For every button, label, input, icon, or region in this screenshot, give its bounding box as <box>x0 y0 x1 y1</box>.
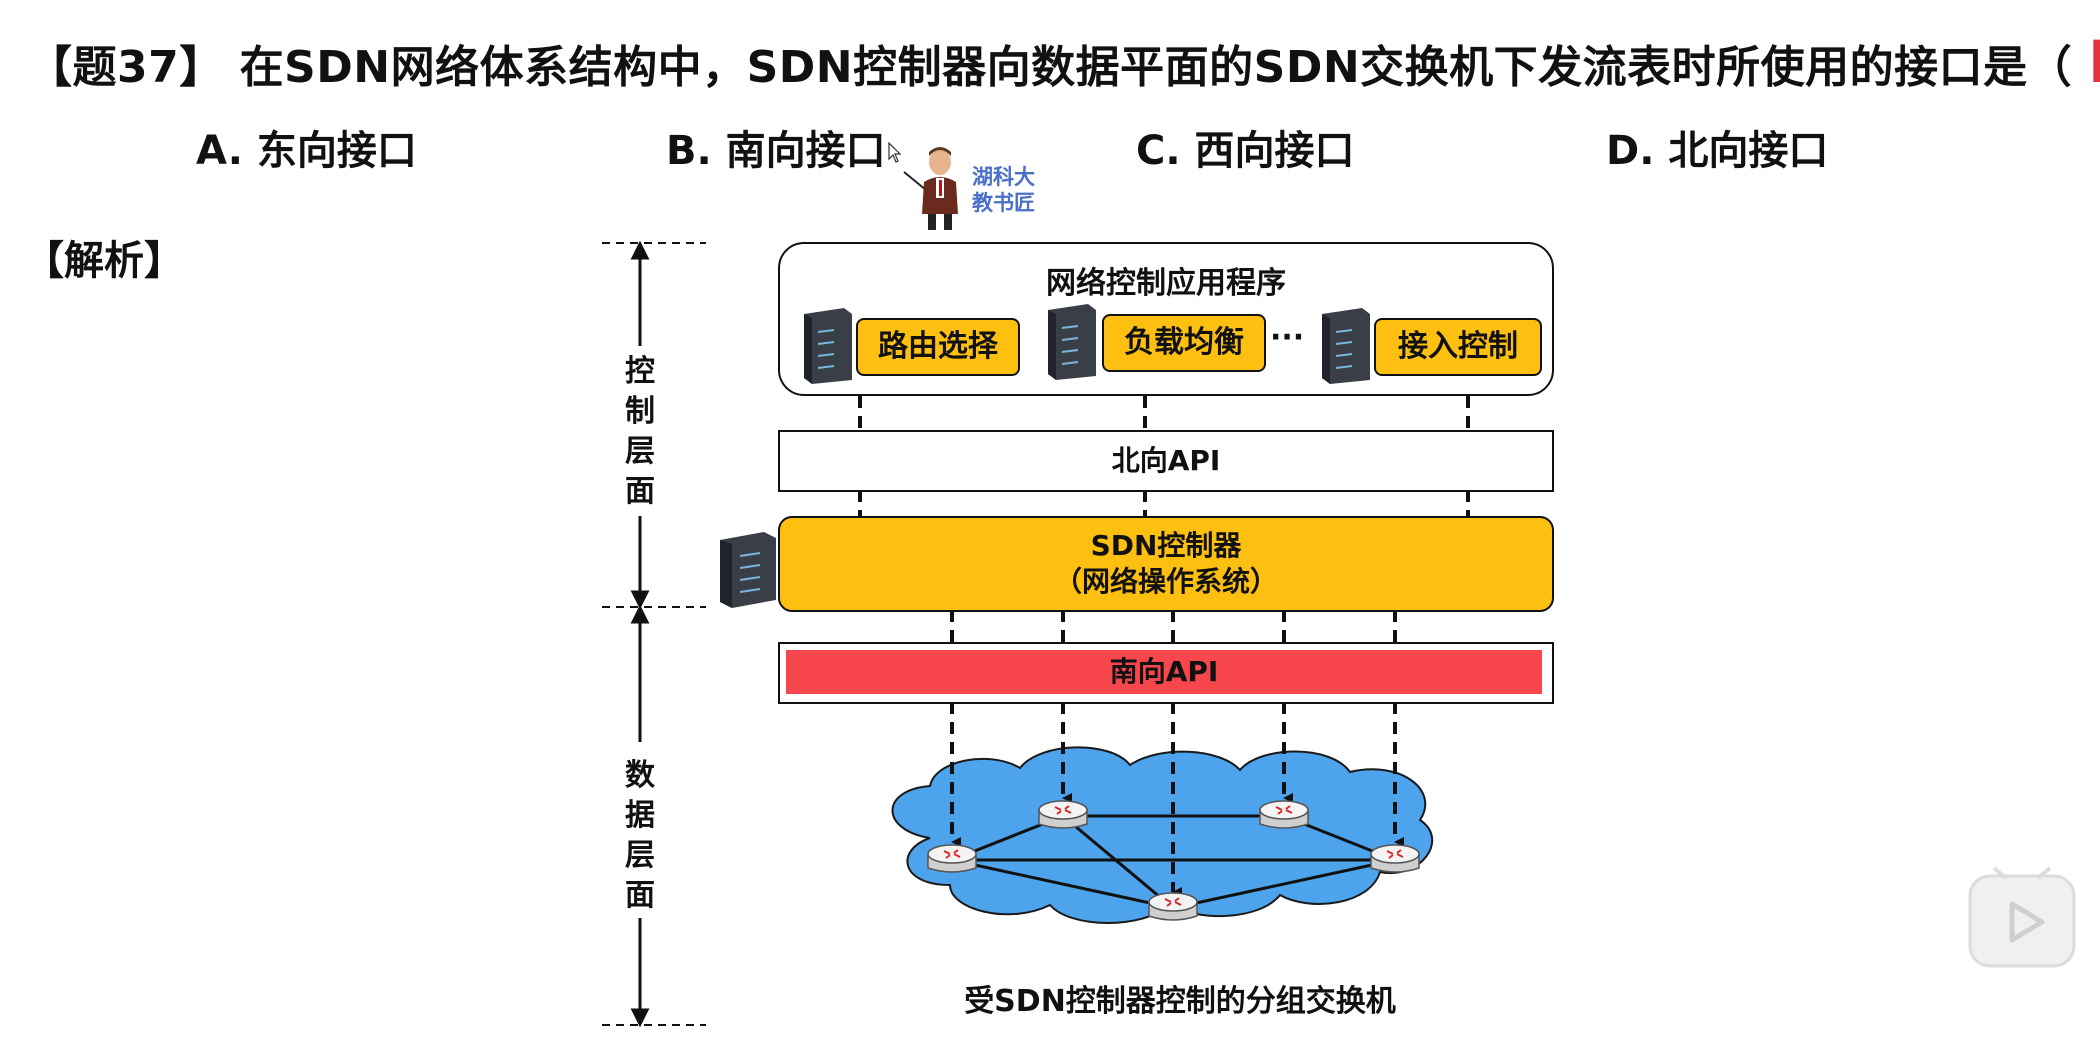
server-icon <box>804 308 852 384</box>
ellipsis: ··· <box>1270 320 1305 355</box>
teacher-figure-icon <box>903 147 958 230</box>
app-tag-load-balancing: 负载均衡 <box>1102 314 1266 372</box>
packet-switches <box>927 800 1420 921</box>
data-plane-label: 数 据 层 面 <box>620 756 660 916</box>
data-plane-char: 据 <box>625 798 655 833</box>
answer-letter: B <box>2088 28 2100 96</box>
data-plane-char: 层 <box>625 838 655 873</box>
controller-label: SDN控制器 <box>1090 529 1242 562</box>
application-layer-title: 网络控制应用程序 <box>1046 266 1286 301</box>
southbound-api-bar: 南向API <box>786 650 1542 694</box>
question-number: 【题37】 <box>28 42 224 93</box>
control-plane-char: 制 <box>625 394 655 429</box>
northbound-api-bar: 北向API <box>778 430 1554 492</box>
option-d: D. 北向接口 <box>1606 128 1829 174</box>
option-a: A. 东向接口 <box>196 128 417 174</box>
option-c: C. 西向接口 <box>1136 128 1355 174</box>
question-stem: 在SDN网络体系结构中，SDN控制器向数据平面的SDN交换机下发流表时所使用的接… <box>239 42 2073 93</box>
play-button-icon[interactable] <box>1966 866 2078 970</box>
flow-table-arrows <box>950 702 1404 897</box>
switch-icon <box>1038 800 1088 829</box>
app-tag-routing: 路由选择 <box>856 318 1020 376</box>
controller-sublabel: （网络操作系统） <box>1053 565 1278 598</box>
server-icon <box>1322 308 1370 384</box>
control-plane-label: 控 制 层 面 <box>620 352 660 512</box>
data-plane-char: 数 <box>625 758 655 793</box>
server-icon <box>720 532 776 608</box>
watermark-line1: 湖科大 <box>972 165 1035 189</box>
switch-icon <box>927 844 977 873</box>
app-tag-access-control: 接入控制 <box>1374 318 1542 376</box>
switch-icon <box>1148 892 1198 921</box>
sdn-controller-box: SDN控制器 （网络操作系统） <box>778 516 1554 612</box>
control-plane-char: 层 <box>625 434 655 469</box>
control-plane-char: 控 <box>625 354 655 389</box>
question-title: 【题37】 在SDN网络体系结构中，SDN控制器向数据平面的SDN交换机下发流表… <box>28 28 2100 96</box>
data-plane-char: 面 <box>625 878 655 913</box>
option-b: B. 南向接口 <box>666 128 886 174</box>
network-cloud <box>891 746 1434 924</box>
switch-icon <box>1259 800 1309 829</box>
analysis-label: 【解析】 <box>24 238 184 284</box>
watermark: 湖科大 教书匠 <box>972 164 1035 216</box>
control-plane-range-arrow <box>630 240 650 610</box>
plane-divider-lines <box>602 242 706 1026</box>
watermark-line2: 教书匠 <box>972 191 1035 215</box>
server-icon <box>1048 304 1096 380</box>
data-plane-range-arrow <box>630 604 650 1028</box>
switch-icon <box>1370 844 1420 873</box>
switches-caption: 受SDN控制器控制的分组交换机 <box>964 984 1396 1019</box>
mouse-cursor-icon <box>888 142 902 163</box>
control-plane-char: 面 <box>625 474 655 509</box>
southbound-connectors <box>950 610 1397 642</box>
